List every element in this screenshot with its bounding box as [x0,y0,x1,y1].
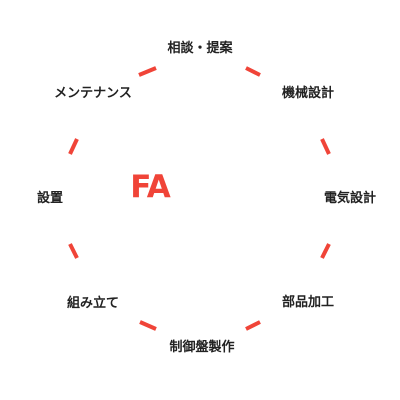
dash-8 [68,138,79,155]
step-maintenance: メンテナンス [54,86,132,101]
dash-4 [320,243,331,259]
dash-1 [138,66,157,77]
step-control-panel: 制御盤製作 [169,340,235,355]
step-consultation: 相談・提案 [167,41,233,56]
center-label: FA [130,169,171,205]
step-assembly: 組み立て [66,296,120,311]
dash-7 [68,243,79,259]
step-installation: 設置 [36,191,64,206]
step-mechanical-design: 機械設計 [281,86,335,101]
dash-5 [245,320,261,331]
dash-2 [245,66,261,77]
dash-3 [320,138,331,155]
step-electrical-design: 電気設計 [323,191,377,206]
step-parts-machining: 部品加工 [281,295,335,310]
dash-6 [139,320,157,331]
